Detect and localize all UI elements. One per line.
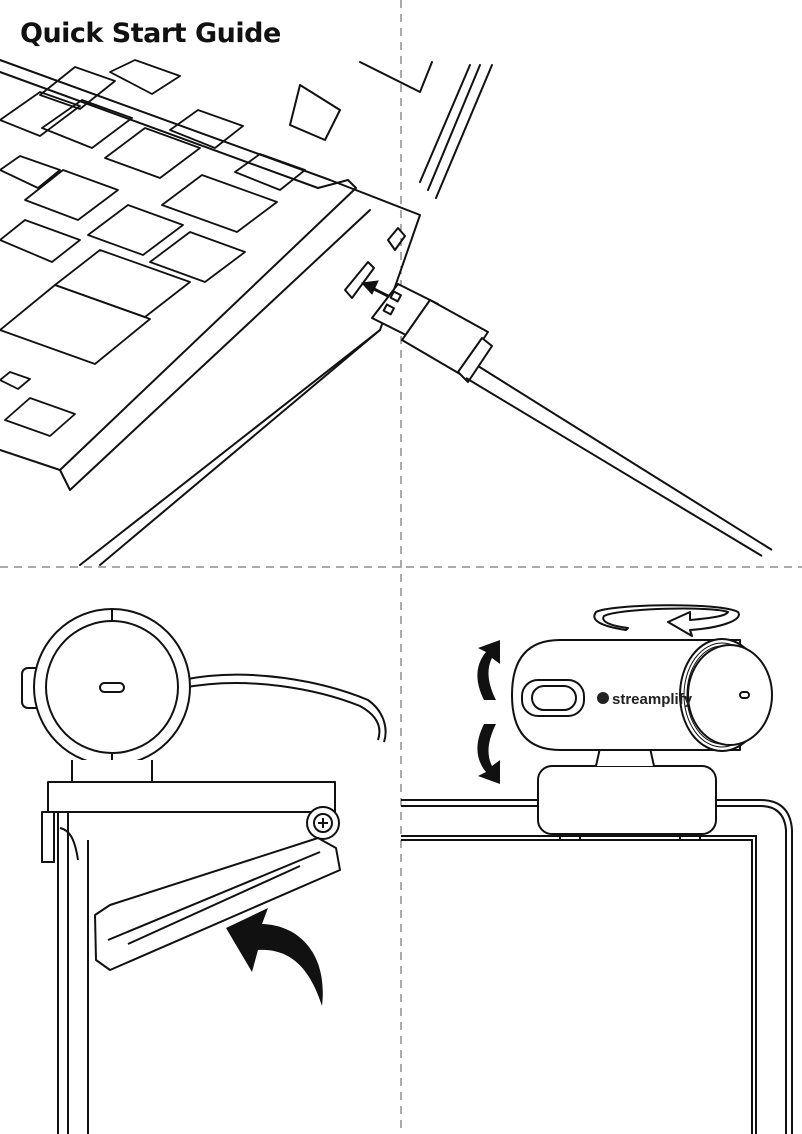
webcam-brand-label: streamplify	[597, 691, 693, 708]
tilt-up-arrow-icon	[477, 640, 500, 700]
webcam-mounted-drawing	[511, 638, 773, 840]
swing-up-arrow-icon	[226, 908, 323, 1006]
rotate-horizontal-arrow-icon	[593, 604, 740, 637]
webcam-clip-drawing	[21, 608, 387, 1134]
laptop-drawing	[0, 59, 493, 566]
usb-plug-drawing	[371, 283, 773, 557]
tilt-down-arrow-icon	[477, 724, 500, 784]
page-title: Quick Start Guide	[20, 18, 287, 49]
insert-arrow-icon	[360, 280, 393, 300]
brand-name: streamplify	[612, 691, 693, 708]
monitor-drawing	[401, 799, 793, 1134]
